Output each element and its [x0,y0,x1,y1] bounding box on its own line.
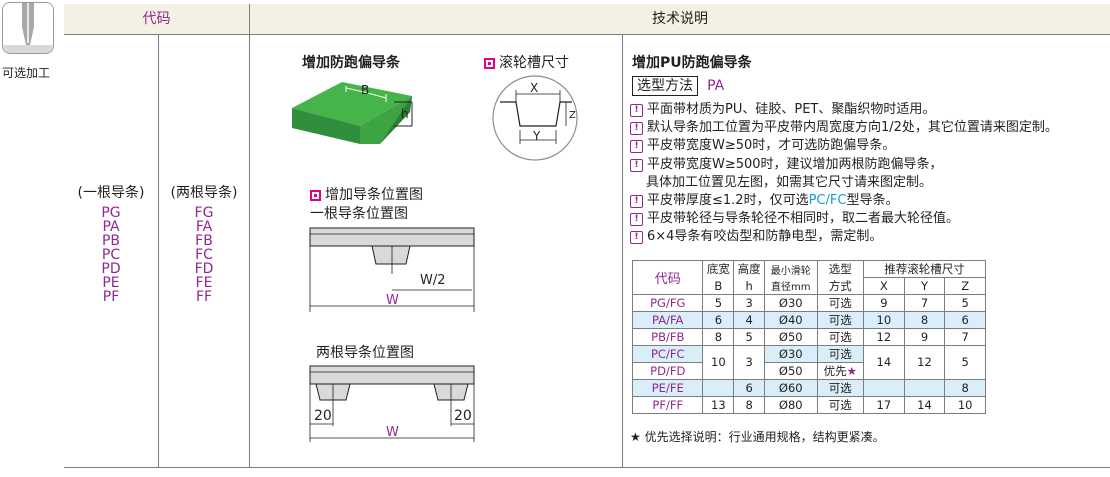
label-w: W [386,293,399,308]
col-divider-codes [158,34,159,468]
exclamation-icon: ! [630,158,643,172]
single-title: (一根导条) [77,185,145,201]
th-d: 最小滑轮 [763,260,818,278]
cutter-icon [3,3,53,53]
notes-list: !平面带材质为PU、硅胶、PET、聚酯织物时适用。 !默认导条加工位置为平皮带内… [630,101,1110,247]
method-label: 选型方法 [632,76,698,96]
exclamation-icon: ! [630,195,643,209]
code-item: PA [102,219,120,235]
double-position-title: 两根导条位置图 [316,345,414,361]
th-h: 高度 [733,260,765,278]
header-code-bg [64,4,249,34]
label-y: Y [532,129,541,143]
label-h: h [401,107,409,121]
label-x: X [530,81,538,95]
th-roll: 推荐滚轮槽尺寸 [863,260,986,278]
double-code-list: (两根导条) FG FA FB FC FD FE FF [159,186,249,304]
code-item: FF [195,289,213,305]
note-item: !平皮带轮径与导条轮径不相同时，取二者最大轮径值。 [630,210,1110,228]
bullet-square-icon [310,189,321,201]
code-item: FD [194,261,214,277]
code-item: FA [195,219,213,235]
selection-method-row: 选型方法 PA [632,75,724,96]
exclamation-icon: ! [630,213,643,227]
th-d2: 直径mm [763,277,818,295]
bottom-rule [64,467,1110,468]
groove-title: 滚轮槽尺寸 [499,55,569,71]
code-item: PF [102,289,120,305]
exclamation-icon: ! [630,140,643,154]
note-item: 具体加工位置见左图，如需其它尺寸请来图定制。 [646,174,933,190]
table-row: PG/FG 5 3 Ø30 可选 9 7 5 [631,293,986,312]
process-thumbnail [2,2,54,54]
single-guide-figure: W/2 W [309,227,475,312]
col-divider-main [249,4,250,468]
label-w-half: W/2 [420,273,446,288]
side-label: 可选加工 [2,66,51,80]
label-20a: 20 [314,408,332,424]
table-row: PD/FD Ø50 优先★ [631,361,986,380]
position-title-wrap: 增加导条位置图 [310,184,423,204]
th-b: 底宽 [702,260,735,278]
th-z: Z [944,277,986,295]
code-item: PB [101,233,121,249]
note-item: !平皮带宽度W≥500时，建议增加两根防跑偏导条， [630,156,1110,174]
table-row: PE/FE 6 Ø60 可选 8 [631,378,986,397]
code-item: PE [102,275,120,291]
label-b: B [361,83,369,97]
double-guide-figure: 20 20 W [309,365,475,442]
th-b2: B [702,277,735,295]
note-item: !平面带材质为PU、硅胶、PET、聚酯织物时适用。 [630,101,1110,119]
code-item: PG [101,205,121,221]
code-item: PD [101,261,121,277]
th-sel2: 方式 [816,277,865,295]
exclamation-icon: ! [630,122,643,136]
note-item: !默认导条加工位置为平皮带内周宽度方向1/2处，其它位置请来图定制。 [630,119,1110,137]
th-h2: h [733,277,765,295]
header-tech-bg [250,4,1110,34]
bullet-square-icon [484,57,495,69]
code-item: FG [194,205,214,221]
header-tech: 技术说明 [652,11,708,27]
groove-title-wrap: 滚轮槽尺寸 [484,52,569,72]
th-code: 代码 [631,260,704,295]
diagram-title: 增加防跑偏导条 [302,55,400,71]
code-item: FC [195,247,213,263]
label-w2: W [386,425,399,440]
th-y: Y [903,277,946,295]
star-icon: ★ [846,363,857,378]
double-title: (两根导条) [170,185,238,201]
th-sel: 选型 [816,260,865,278]
note-item: !6×4导条有咬齿型和防静电型，需定制。 [630,228,1110,246]
roller-groove-figure: X Y Z [492,75,578,161]
table-row: PA/FA 6 4 Ø40 可选 10 8 6 [631,310,986,329]
single-code-list: (一根导条) PG PA PB PC PD PE PF [64,186,158,304]
col-divider-spec [622,34,623,468]
label-z: Z [569,110,576,121]
label-20b: 20 [454,408,472,424]
spec-title: 增加PU防跑偏导条 [632,55,752,71]
th-x: X [863,277,905,295]
note-item: !平皮带宽度W≥50时，才可选防跑偏导条。 [630,137,1110,155]
single-position-title: 一根导条位置图 [310,206,408,222]
header-rule [64,34,1110,35]
guide-strip-3d-figure: B h [292,82,413,144]
code-item: FE [195,275,213,291]
footnote: ★ 优先选择说明：行业通用规格，结构更紧凑。 [630,430,885,444]
position-title: 增加导条位置图 [325,187,423,203]
code-item: PC [101,247,121,263]
table-row: PF/FF 13 8 Ø80 可选 17 14 10 [631,395,986,414]
exclamation-icon: ! [630,231,643,245]
spec-table: 代码 底宽 高度 最小滑轮 选型 推荐滚轮槽尺寸 B h 直径mm 方式 X Y… [631,260,986,414]
header-code: 代码 [142,11,171,27]
table-row: PB/FB 8 5 Ø50 可选 12 9 7 [631,327,986,346]
table-row: PC/FC 10 3 Ø30 可选 14 12 5 [631,344,986,380]
code-item: FB [195,233,213,249]
note-link-code: PC/FC [808,193,847,209]
exclamation-icon: ! [630,104,643,117]
method-value: PA [707,78,725,94]
